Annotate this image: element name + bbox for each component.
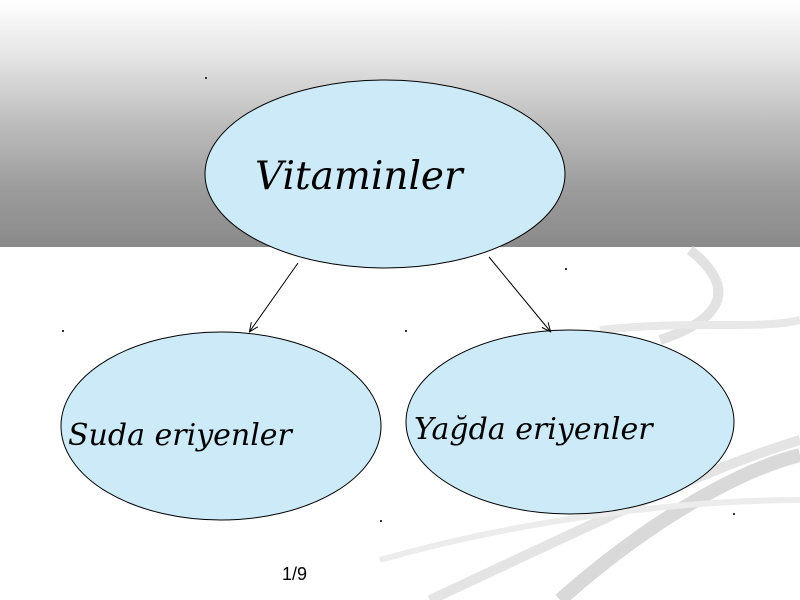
speck [62,330,64,332]
right-child-label: Yağda eriyenler [414,412,653,447]
speck [405,330,407,332]
left-child-label: Suda eriyenler [68,418,292,453]
arrow-to-left-child [250,262,299,331]
speck [205,77,207,79]
speck [565,268,567,270]
speck [733,513,735,515]
root-node [204,79,566,269]
root-node-label: Vitaminler [255,154,463,199]
left-child-node [60,331,382,521]
speck [380,520,382,522]
arrow-to-right-child [488,256,550,331]
right-child-node [405,329,735,515]
page-number: 1/9 [282,564,308,584]
